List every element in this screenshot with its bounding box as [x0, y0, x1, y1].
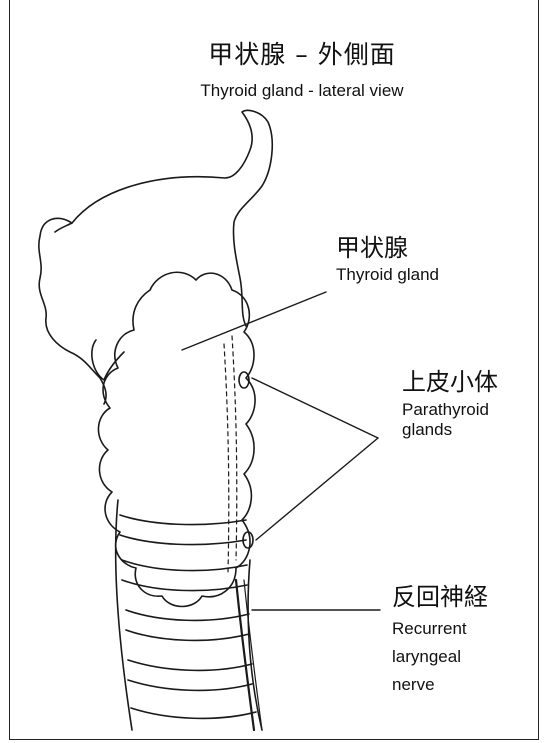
thyroid-leader-line	[182, 292, 326, 350]
thyroid-gland	[98, 272, 255, 606]
parathyroid-label-english-line2: glands	[402, 421, 452, 439]
nerve-label-english-line3: nerve	[392, 676, 435, 694]
left-lobe	[39, 218, 106, 404]
parathyroid-label-english-line1: Parathyroid	[402, 401, 489, 419]
parathyroid-leader-upper	[252, 378, 378, 438]
nerve-label-english-line2: laryngeal	[392, 648, 461, 666]
leader-lines	[182, 292, 380, 610]
title-japanese: 甲状腺 – 外側面	[0, 42, 544, 68]
parathyroid-leader-lower	[256, 438, 378, 540]
thyroid-label-japanese: 甲状腺	[336, 236, 408, 261]
nerve-label-japanese: 反回神経	[392, 585, 488, 610]
thyroid-label-english: Thyroid gland	[336, 266, 439, 284]
thyroid-cartilage	[55, 110, 272, 380]
nerve-label-english-line1: Recurrent	[392, 620, 467, 638]
recurrent-laryngeal-nerve	[236, 580, 262, 730]
title-english: Thyroid gland - lateral view	[0, 82, 544, 100]
parathyroid-label-japanese: 上皮小体	[402, 370, 498, 395]
